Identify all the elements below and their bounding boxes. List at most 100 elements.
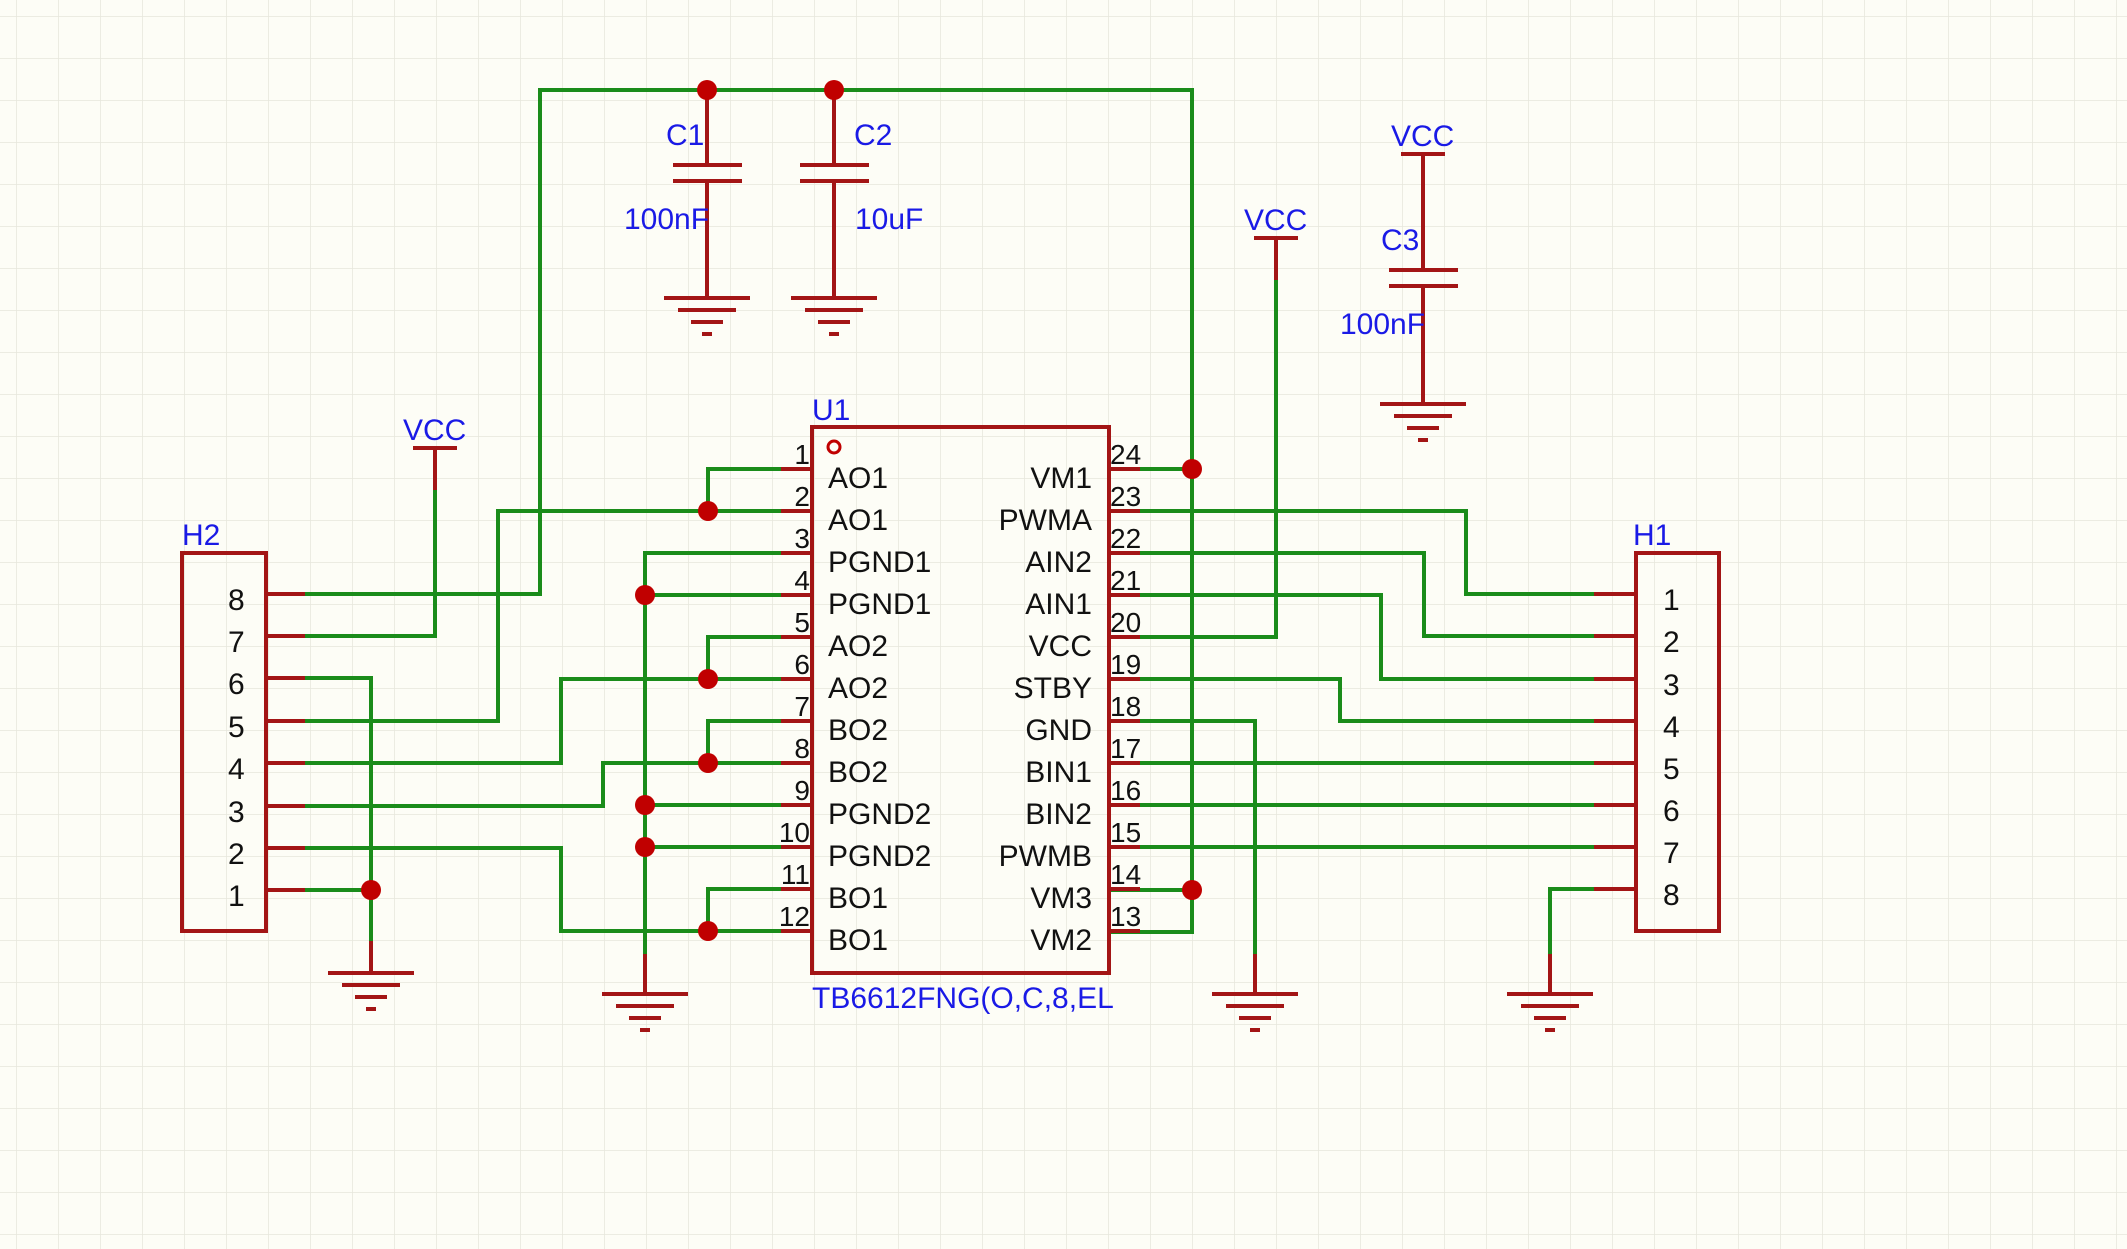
wire-gnd-pin18 [1108,719,1257,996]
pin-number: 6 [1663,795,1680,828]
pin-name: GND [1025,714,1092,747]
pin-name: BO1 [828,882,888,915]
junction-dot [697,80,717,100]
c3-value-label: 100nF [1340,308,1425,341]
pin-name: VCC [1029,630,1092,663]
junction-dot [635,585,655,605]
vcc-label-c3: VCC [1391,120,1454,153]
pin-name: PGND2 [828,798,931,831]
capacitor-c1[interactable] [673,90,742,298]
pin-number: 23 [1110,481,1141,512]
pin-number: 22 [1110,523,1141,554]
pin-number: 8 [794,733,810,764]
pin-name: BO1 [828,924,888,957]
pin-number: 3 [228,796,245,829]
header-h2-body [180,551,268,933]
pin-name: PWMA [999,504,1092,537]
c1-value-label: 100nF [624,203,709,236]
junction-dot [698,669,718,689]
pin-number: 17 [1110,733,1141,764]
pin-number: 7 [1663,837,1680,870]
pin-number: 15 [1110,817,1141,848]
pin-name: AO2 [828,630,888,663]
pin-number: 2 [794,481,810,512]
pin-number: 13 [1110,901,1141,932]
pin-number: 24 [1110,439,1141,470]
pin-name: VM1 [1030,462,1092,495]
pin-number: 9 [794,775,810,806]
pin-number: 1 [1663,584,1680,617]
c2-ref-label: C2 [854,119,892,152]
wire-h2-pin5 [303,509,814,723]
pin-number: 14 [1110,859,1141,890]
wire-pwma-h1-1 [1108,509,1596,596]
pin-name: AIN2 [1025,546,1092,579]
pin-number: 11 [781,859,810,890]
pin-number: 4 [1663,711,1680,744]
wire-stby-h1-4 [1108,677,1596,723]
pin-number: 5 [228,711,245,744]
vcc-label-u1: VCC [1244,204,1307,237]
u1-right-pin-names: VM1 PWMA AIN2 AIN1 VCC STBY GND BIN1 BIN… [999,462,1092,957]
wire-ao1-join [706,467,814,513]
junction-dot [698,501,718,521]
pin-number: 1 [228,880,245,913]
pin-number: 4 [794,565,810,596]
pin-number: 12 [779,901,810,932]
pin-number: 7 [794,691,810,722]
junction-dot [698,921,718,941]
c2-value-label: 10uF [855,203,923,236]
u1-left-pin-numbers: 1 2 3 4 5 6 7 8 9 10 11 12 [779,439,810,932]
header-h1[interactable] [1594,551,1721,933]
wire-h2-pin4 [303,677,814,765]
pin-name: BO2 [828,756,888,789]
pin-name: PGND1 [828,546,931,579]
ground-icon [328,296,1593,1032]
pin-number: 6 [228,668,245,701]
pin-name: BIN1 [1025,756,1092,789]
pin-number: 1 [794,439,810,470]
pin-number: 5 [1663,753,1680,786]
pin-name: AO1 [828,462,888,495]
pin-name: BIN2 [1025,798,1092,831]
pin-name: VM2 [1030,924,1092,957]
pin-name: PWMB [999,840,1092,873]
labels: C1 100nF C2 10uF C3 100nF VCC VCC VCC U1… [182,119,1680,1015]
wire-h2-pin8 [303,88,542,596]
pin-name: AO1 [828,504,888,537]
pin-number: 7 [228,626,245,659]
wire-vcc-pin20 [1108,236,1278,639]
h1-ref-label: H1 [1633,519,1671,552]
ic-u1-right-pins [1109,467,1140,933]
pin-number: 5 [794,607,810,638]
junction-dot [361,880,381,900]
ic-u1[interactable] [781,425,1140,975]
wire-ain1-h1-3 [1108,593,1596,681]
u1-value-label: TB6612FNG(O,C,8,EL [812,982,1114,1015]
pin-number: 21 [1110,565,1141,596]
header-h2[interactable] [180,551,305,933]
c3-ref-label: C3 [1381,224,1419,257]
pin-number: 16 [1110,775,1141,806]
pin-name: AIN1 [1025,588,1092,621]
wire-bo1-join [706,887,814,933]
ic-u1-left-pins [781,467,812,933]
junction-dots [361,80,1202,941]
wire-h2-pin6-gnd [303,676,373,975]
junction-dot [1182,880,1202,900]
junction-dot [1182,459,1202,479]
capacitor-c2[interactable] [800,90,869,298]
pin-number: 3 [794,523,810,554]
wire-ao2-join [706,635,814,681]
wire-h2-pin7 [303,450,437,638]
vcc-power-icon [413,152,1445,490]
u1-left-pin-names: AO1 AO1 PGND1 PGND1 AO2 AO2 BO2 BO2 PGND… [828,462,931,957]
pin-name: STBY [1014,672,1092,705]
pin-number: 10 [779,817,810,848]
junction-dot [635,837,655,857]
u1-right-pin-numbers: 24 23 22 21 20 19 18 17 16 15 14 13 [1110,439,1141,932]
c1-ref-label: C1 [666,119,704,152]
